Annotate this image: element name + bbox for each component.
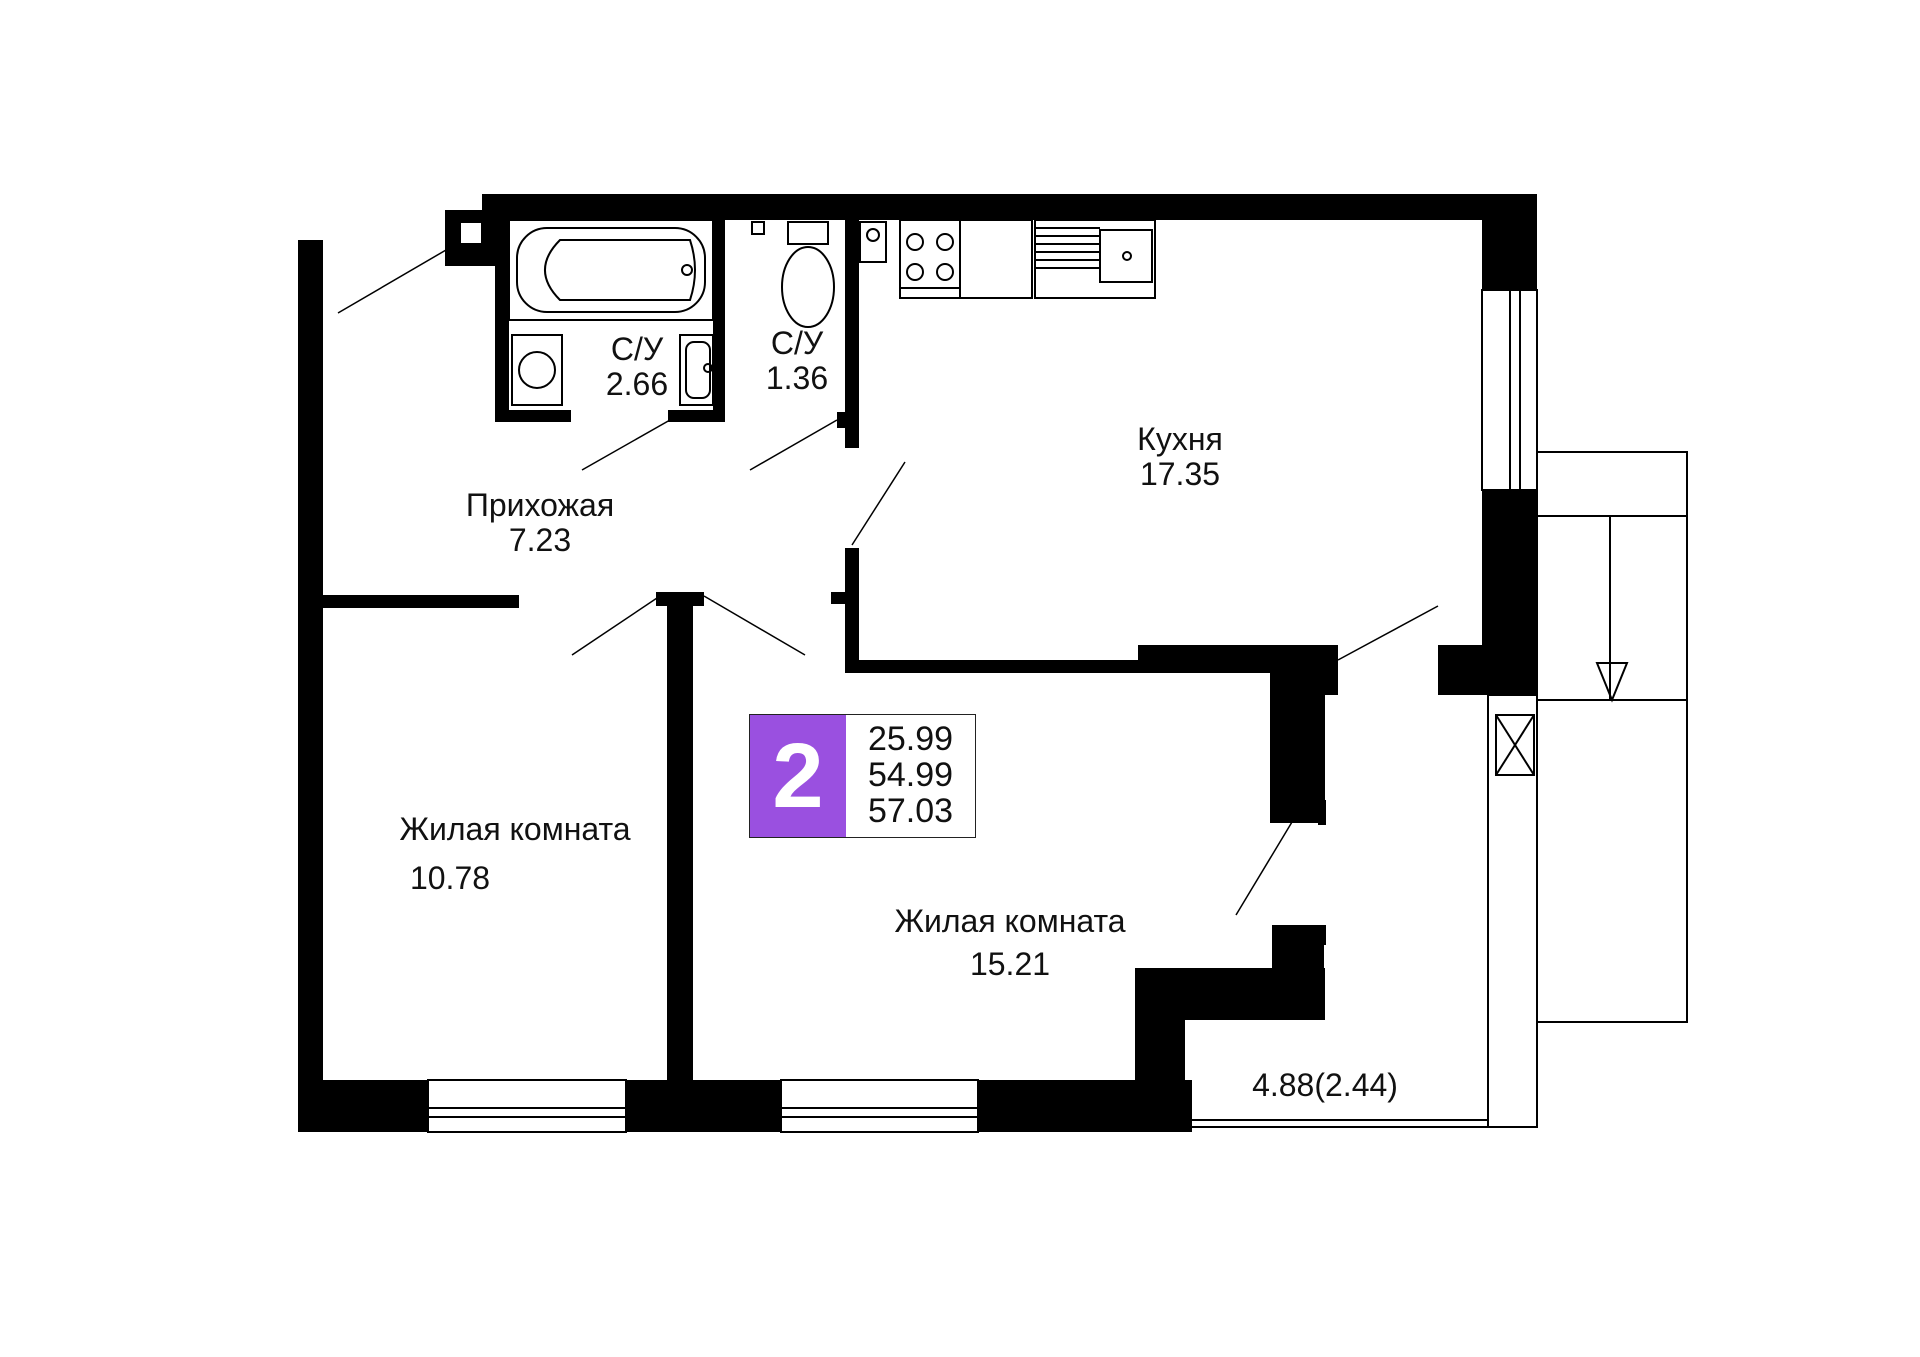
apartment-summary-badge: 2 25.99 54.99 57.03 xyxy=(749,714,976,838)
total-area: 54.99 xyxy=(867,756,954,795)
living-room-label: Жилая комната 15.21 xyxy=(860,903,1160,983)
areas-list: 25.99 54.99 57.03 xyxy=(846,715,975,837)
room-name: Кухня xyxy=(1137,421,1223,457)
room-name: Прихожая xyxy=(465,487,615,523)
bedroom-label: Жилая комната 10.78 xyxy=(365,811,665,897)
room-area: 15.21 xyxy=(969,946,1051,983)
bathroom-label: С/У 2.66 xyxy=(582,331,692,403)
room-area: 10.78 xyxy=(409,860,491,897)
hallway-label: Прихожая 7.23 xyxy=(440,487,640,559)
room-name: С/У xyxy=(770,325,824,361)
door-swings xyxy=(337,249,1439,916)
kitchen-counter xyxy=(859,219,1156,299)
balcony-area: 4.88(2.44) xyxy=(1252,1067,1398,1103)
room-area: 7.23 xyxy=(508,522,572,559)
living-area: 25.99 xyxy=(867,720,954,759)
loggia xyxy=(1188,451,1688,1128)
room-name: Жилая комната xyxy=(894,903,1126,939)
bathroom-sink xyxy=(679,334,714,406)
total-area-with-balcony: 57.03 xyxy=(867,791,954,830)
washing-machine xyxy=(511,334,563,406)
toilet-label: С/У 1.36 xyxy=(742,325,852,397)
balcony-label: 4.88(2.44) xyxy=(1230,1067,1420,1103)
room-area: 2.66 xyxy=(605,366,669,403)
kitchen-label: Кухня 17.35 xyxy=(1080,421,1280,493)
rooms-count: 2 xyxy=(750,715,846,837)
room-area: 1.36 xyxy=(765,360,829,397)
walls xyxy=(298,194,1537,1132)
room-name: С/У xyxy=(610,331,664,367)
bathtub xyxy=(508,219,714,321)
toilet xyxy=(751,221,835,328)
room-name: Жилая комната xyxy=(399,811,631,847)
room-area: 17.35 xyxy=(1139,456,1221,493)
windows xyxy=(427,289,1538,1133)
